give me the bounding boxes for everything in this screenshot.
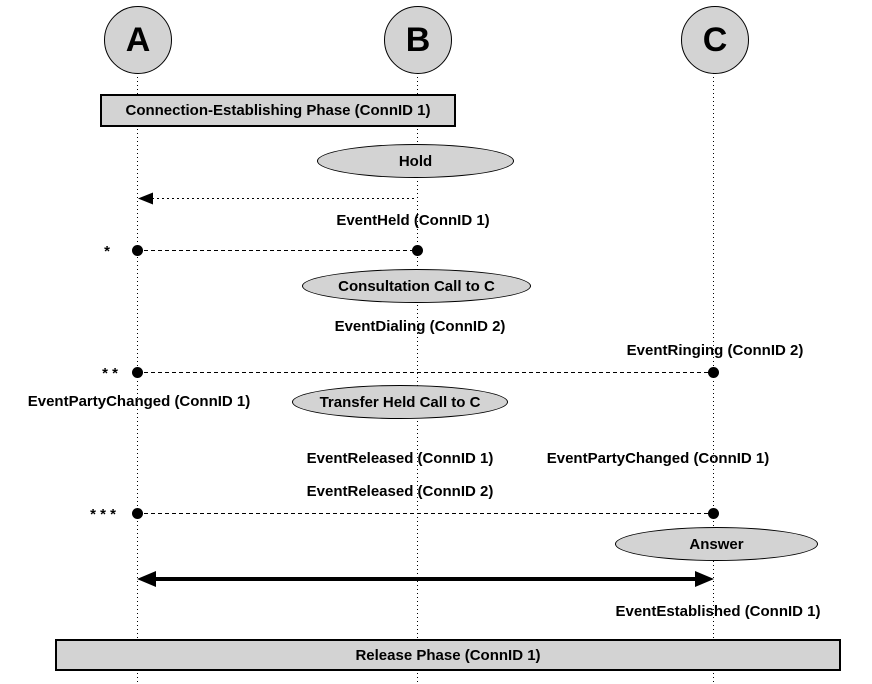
consultation-call-ellipse: Consultation Call to C bbox=[302, 269, 531, 303]
event-released-conn2-label: EventReleased (ConnID 2) bbox=[306, 483, 494, 500]
transfer-held-call-label: Transfer Held Call to C bbox=[319, 393, 481, 411]
party-circle-a: A bbox=[104, 6, 172, 74]
step1-marker: * bbox=[104, 243, 110, 260]
event-released-conn1-label: EventReleased (ConnID 1) bbox=[306, 450, 494, 467]
event-established-label: EventEstablished (ConnID 1) bbox=[615, 603, 821, 620]
answer-action-label: Answer bbox=[689, 535, 744, 553]
step3-marker: * * * bbox=[90, 506, 116, 523]
step2-marker: * * bbox=[102, 365, 118, 382]
event-dialing-label: EventDialing (ConnID 2) bbox=[334, 318, 506, 335]
step3-connector-line bbox=[132, 508, 719, 519]
hold-action-ellipse: Hold bbox=[317, 144, 514, 178]
event-ringing-label: EventRinging (ConnID 2) bbox=[626, 342, 804, 359]
hold-action-label: Hold bbox=[398, 152, 433, 170]
party-a-label: A bbox=[125, 20, 151, 59]
transfer-held-call-ellipse: Transfer Held Call to C bbox=[292, 385, 508, 419]
step1-connector-line bbox=[132, 245, 423, 256]
established-double-arrow bbox=[137, 571, 714, 587]
event-party-changed-a-label: EventPartyChanged (ConnID 1) bbox=[27, 393, 251, 410]
release-phase-box: Release Phase (ConnID 1) bbox=[55, 639, 841, 671]
event-party-changed-c-label: EventPartyChanged (ConnID 1) bbox=[546, 450, 770, 467]
answer-action-ellipse: Answer bbox=[615, 527, 818, 561]
step2-connector-line bbox=[132, 367, 719, 378]
party-c-label: C bbox=[702, 20, 728, 59]
connection-phase-label: Connection-Establishing Phase (ConnID 1) bbox=[125, 102, 431, 119]
party-circle-b: B bbox=[384, 6, 452, 74]
party-b-label: B bbox=[405, 20, 431, 59]
event-held-arrow bbox=[138, 192, 417, 205]
party-circle-c: C bbox=[681, 6, 749, 74]
event-held-label: EventHeld (ConnID 1) bbox=[336, 212, 490, 229]
connection-establishing-phase-box: Connection-Establishing Phase (ConnID 1) bbox=[100, 94, 456, 127]
consultation-call-label: Consultation Call to C bbox=[338, 277, 495, 295]
release-phase-label: Release Phase (ConnID 1) bbox=[355, 646, 541, 664]
